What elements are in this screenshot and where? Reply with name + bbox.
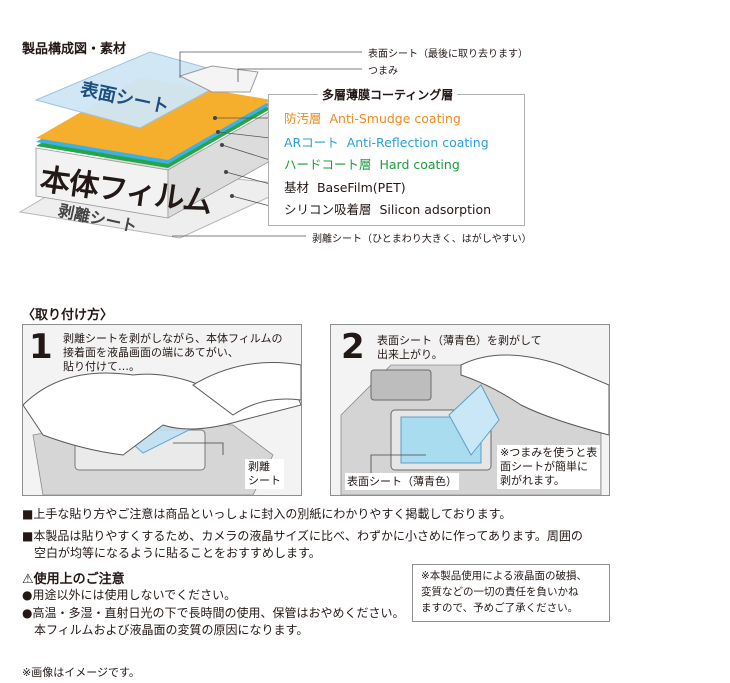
disclaimer-text: ※本製品使用による液晶面の破損、 変質などの一切の責任を負いかね ますので、予め…	[421, 570, 587, 614]
layer-ar-coat: ARコート Anti-Reflection coating	[284, 135, 489, 150]
coating-layers-title: 多層薄膜コーティング層	[318, 86, 458, 103]
release-sheet-callout: 剥離シート（ひとまわり大きく、はがしやすい）	[312, 234, 532, 245]
layer-base-film: 基材 BaseFilm(PET)	[284, 180, 406, 195]
layer-anti-smudge: 防汚層 Anti-Smudge coating	[284, 111, 461, 126]
caution-heading: ⚠使用上のご注意	[22, 572, 125, 587]
step2-text: 表面シート（薄青色）を剥がして 出来上がり。	[377, 334, 542, 361]
layer-silicon: シリコン吸着層 Silicon adsorption	[284, 202, 492, 217]
step2-number: 2	[341, 327, 365, 367]
step2-tab-hint: ※つまみを使うと表 面シートが簡単に 剥がれます。	[497, 445, 601, 489]
film-layer-diagram	[18, 51, 362, 239]
caution-item-2: ●高温・多湿・直射日光の下で長時間の使用、保管はおやめください。 本フィルムおよ…	[22, 606, 405, 637]
step1-release-tag: 剥離 シート	[245, 459, 284, 489]
surface-sheet-callout: 表面シート（最後に取り去ります）	[368, 49, 528, 60]
caution-item-1: ●用途以外には使用しないでください。	[22, 588, 237, 602]
tab-callout: つまみ	[368, 66, 398, 77]
note-bullet-1: ■上手な貼り方やご注意は商品といっしょに封入の別紙にわかりやすく掲載しております…	[22, 507, 512, 521]
step2-surface-tag: 表面シート（薄青色）	[345, 473, 459, 490]
coating-layers-box	[268, 94, 525, 226]
warning-icon: ⚠	[22, 572, 34, 587]
structure-title: 製品構成図・素材	[22, 42, 127, 57]
note-bullet-2: ■本製品は貼りやすくするため、カメラの液晶サイズに比べ、わずかに小さめに作ってあ…	[22, 529, 583, 560]
step2-panel: 2 表面シート（薄青色）を剥がして 出来上がり。 表面シート（薄青色） ※つまみ…	[330, 324, 610, 496]
step1-number: 1	[29, 327, 53, 367]
tab-shape	[178, 65, 259, 93]
layer-hard-coat: ハードコート層 Hard coating	[284, 157, 460, 172]
step1-panel: 1 剥離シートを剥がしながら、本体フィルムの 接着面を液晶画面の端にあてがい、 …	[22, 324, 302, 496]
step1-text: 剥離シートを剥がしながら、本体フィルムの 接着面を液晶画面の端にあてがい、 貼り…	[63, 332, 283, 373]
image-disclaimer: ※画像はイメージです。	[22, 666, 140, 679]
disclaimer-box: ※本製品使用による液晶面の破損、 変質などの一切の責任を負いかね ますので、予め…	[412, 564, 610, 622]
howto-heading: 〈取り付け方〉	[22, 308, 114, 323]
